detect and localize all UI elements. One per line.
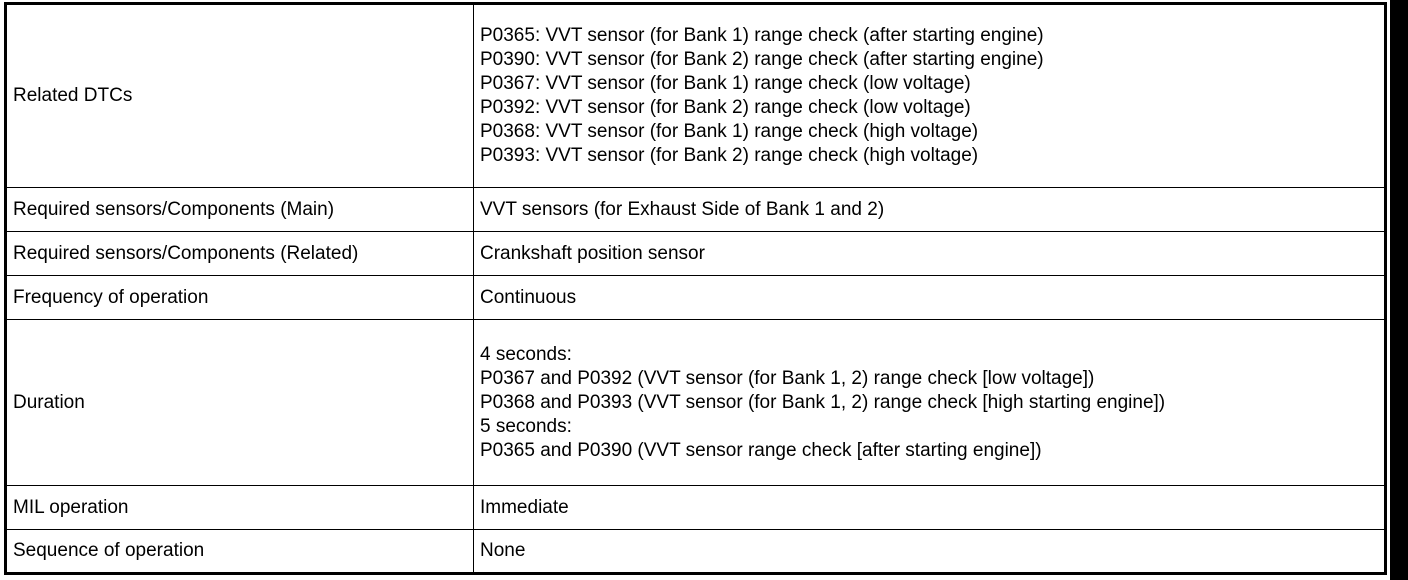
- value-line: P0368 and P0393 (VVT sensor (for Bank 1,…: [480, 391, 1166, 413]
- dtc-spec-table: Related DTCs P0365: VVT sensor (for Bank…: [4, 2, 1387, 575]
- table-row: Related DTCs P0365: VVT sensor (for Bank…: [5, 2, 1386, 189]
- row-value: P0365: VVT sensor (for Bank 1) range che…: [473, 2, 1386, 189]
- value-line: P0393: VVT sensor (for Bank 2) range che…: [480, 145, 979, 167]
- value-line: P0365: VVT sensor (for Bank 1) range che…: [480, 25, 1044, 47]
- value-line: P0392: VVT sensor (for Bank 2) range che…: [480, 97, 971, 119]
- value-line: P0390: VVT sensor (for Bank 2) range che…: [480, 49, 1044, 71]
- value-line: P0365 and P0390 (VVT sensor range check …: [480, 439, 1042, 461]
- row-label: Duration: [5, 319, 474, 487]
- row-label: Required sensors/Components (Main): [5, 187, 474, 233]
- table-row: Required sensors/Components (Main) VVT s…: [5, 187, 1386, 233]
- value-line: P0367 and P0392 (VVT sensor (for Bank 1,…: [480, 367, 1095, 389]
- row-label: MIL operation: [5, 485, 474, 531]
- row-value: 4 seconds: P0367 and P0392 (VVT sensor (…: [473, 319, 1386, 487]
- value-line: VVT sensors (for Exhaust Side of Bank 1 …: [480, 198, 885, 220]
- table-row: Sequence of operation None: [5, 529, 1386, 574]
- value-line: P0367: VVT sensor (for Bank 1) range che…: [480, 73, 971, 95]
- value-line: Crankshaft position sensor: [480, 242, 705, 264]
- table-row: Frequency of operation Continuous: [5, 275, 1386, 321]
- row-value: Immediate: [473, 485, 1386, 531]
- value-line: Immediate: [480, 496, 569, 518]
- value-line: P0368: VVT sensor (for Bank 1) range che…: [480, 121, 979, 143]
- table-row: Duration 4 seconds: P0367 and P0392 (VVT…: [5, 319, 1386, 487]
- value-line: Continuous: [480, 286, 577, 308]
- row-value: Continuous: [473, 275, 1386, 321]
- table-row: MIL operation Immediate: [5, 485, 1386, 531]
- row-label: Related DTCs: [5, 2, 474, 189]
- row-label: Required sensors/Components (Related): [5, 231, 474, 277]
- value-line: 4 seconds:: [480, 343, 572, 365]
- table-row: Required sensors/Components (Related) Cr…: [5, 231, 1386, 277]
- value-line: None: [480, 540, 526, 562]
- row-label: Frequency of operation: [5, 275, 474, 321]
- spec-table-frame: Related DTCs P0365: VVT sensor (for Bank…: [4, 2, 1387, 575]
- value-line: 5 seconds:: [480, 415, 572, 437]
- right-edge-bar: [1390, 0, 1408, 580]
- row-value: Crankshaft position sensor: [473, 231, 1386, 277]
- row-label: Sequence of operation: [5, 529, 474, 574]
- row-value: None: [473, 529, 1386, 574]
- row-value: VVT sensors (for Exhaust Side of Bank 1 …: [473, 187, 1386, 233]
